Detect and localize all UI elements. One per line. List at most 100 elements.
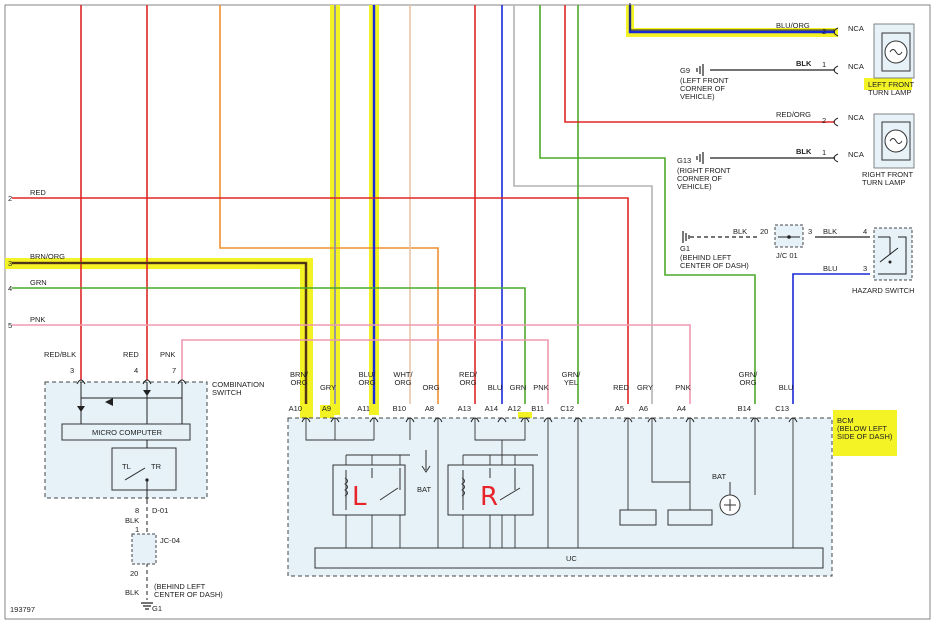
comb-d01: D-01 bbox=[152, 506, 168, 515]
bcm-connector-chevron bbox=[543, 417, 553, 423]
bcm-pin-number: A4 bbox=[677, 404, 686, 413]
bcm-pin-number: A10 bbox=[289, 404, 302, 413]
bcm-wire-label: GRN/YEL bbox=[562, 370, 582, 387]
circuit-color-3: BRN/ORG bbox=[30, 252, 65, 261]
circuit-color-4: GRN bbox=[30, 278, 47, 287]
rf-pin2: 1 bbox=[822, 148, 826, 157]
hz-blk-right: BLK bbox=[823, 227, 837, 236]
lamp-connector-chevron bbox=[833, 153, 839, 163]
comb-blk2: BLK bbox=[125, 588, 139, 597]
diagram-id: 193797 bbox=[10, 605, 35, 614]
comb-pin8: 8 bbox=[135, 506, 139, 515]
lamp-connector-chevron bbox=[833, 27, 839, 37]
bcm-pin-labels: BRN/ORGA10GRYA9BLU/ORGA11WHT/ORGB10ORGA8… bbox=[289, 370, 794, 413]
rf-wire1-label: RED/ORG bbox=[776, 110, 811, 119]
bcm-connector-chevron bbox=[330, 417, 340, 423]
bcm-pin-number: A14 bbox=[485, 404, 498, 413]
bcm-pin-number: C13 bbox=[775, 404, 789, 413]
rf-pin1: 2 bbox=[822, 116, 826, 125]
lamp-connector-chevron bbox=[833, 65, 839, 75]
lf-pin2: 1 bbox=[822, 60, 826, 69]
bcm-wire-label: BLU bbox=[779, 383, 794, 392]
comb-pin20: 20 bbox=[130, 569, 138, 578]
uc-label: UC bbox=[566, 554, 577, 563]
lf-wire1-label: BLU/ORG bbox=[776, 21, 810, 30]
lamp-connector-chevron bbox=[833, 117, 839, 127]
comb-pin-1: 4 bbox=[134, 366, 138, 375]
bcm-connector-chevron bbox=[647, 417, 657, 423]
hz-blk-left: BLK bbox=[733, 227, 747, 236]
bat-label-1: BAT bbox=[417, 485, 431, 494]
g9-label: G9 bbox=[680, 66, 690, 75]
bcm-wire-label: BLU/ORG bbox=[358, 370, 376, 387]
circuit-color-2: RED bbox=[30, 188, 46, 197]
bcm-connector-chevron bbox=[497, 417, 507, 423]
bcm-wire-label: GRN bbox=[510, 383, 527, 392]
micro-computer-label: MICRO COMPUTER bbox=[92, 428, 163, 437]
bcm-connector-chevron bbox=[433, 417, 443, 423]
rf-wire2-label: BLK bbox=[796, 147, 812, 156]
circuit-number-2: 2 bbox=[8, 194, 12, 203]
bcm-wire-label: ORG bbox=[422, 383, 439, 392]
tr-label: TR bbox=[151, 462, 162, 471]
bcm-pin-number: B11 bbox=[531, 404, 544, 413]
bcm-connector-chevron bbox=[470, 417, 480, 423]
bcm-pin-number: B14 bbox=[738, 404, 751, 413]
bcm-connector-chevron bbox=[405, 417, 415, 423]
relay-right-mark: R bbox=[480, 482, 498, 512]
comb-wire-1: RED bbox=[123, 350, 139, 359]
bcm-connector-chevron bbox=[573, 417, 583, 423]
comb-connector-chevron bbox=[142, 379, 152, 385]
bcm-pin-number: C12 bbox=[560, 404, 574, 413]
comb-pin1: 1 bbox=[135, 525, 139, 534]
bcm-wire-label: BRN/ORG bbox=[290, 370, 309, 387]
comb-connector-chevron bbox=[177, 379, 187, 385]
lf-wire2-label: BLK bbox=[796, 59, 812, 68]
comb-wire-0: RED/BLK bbox=[44, 350, 76, 359]
comb-wire-2: PNK bbox=[160, 350, 175, 359]
bcm-pin-number: A8 bbox=[425, 404, 434, 413]
bcm-connector-chevron bbox=[369, 417, 379, 423]
bcm-connector-chevron bbox=[788, 417, 798, 423]
bcm-pin-number: A12 bbox=[508, 404, 521, 413]
g1-top-label: G1 bbox=[680, 244, 690, 253]
lf-pin1: 2 bbox=[822, 27, 826, 36]
jc04-label: JC-04 bbox=[160, 536, 180, 545]
bat-label-2: BAT bbox=[712, 472, 726, 481]
g1-bottom-label: G1 bbox=[152, 604, 162, 613]
bcm-pin-number: A6 bbox=[639, 404, 648, 413]
bcm-pin-number: A5 bbox=[615, 404, 624, 413]
lf-nca2: NCA bbox=[848, 62, 864, 71]
bcm-connector-chevron bbox=[301, 417, 311, 423]
bcm-wire-label: RED/ORG bbox=[459, 370, 478, 387]
bcm-pin-number: A9 bbox=[322, 404, 331, 413]
comb-blk1: BLK bbox=[125, 516, 139, 525]
circuit-number-3: 3 bbox=[8, 259, 12, 268]
bcm-wire-label: BLU bbox=[488, 383, 503, 392]
bcm-wire-label: GRY bbox=[320, 383, 336, 392]
bcm-connector-chevron bbox=[623, 417, 633, 423]
bcm-pin-number: B10 bbox=[393, 404, 406, 413]
hz-pin3: 3 bbox=[863, 264, 867, 273]
rf-nca1: NCA bbox=[848, 113, 864, 122]
hz-pin4: 4 bbox=[863, 227, 867, 236]
hz-blu: BLU bbox=[823, 264, 838, 273]
circuit-color-5: PNK bbox=[30, 315, 45, 324]
bcm-wire-label: GRY bbox=[637, 383, 653, 392]
bcm-wire-label: GRN/ORG bbox=[739, 370, 759, 387]
bcm-connectors bbox=[76, 27, 839, 423]
g13-label: G13 bbox=[677, 156, 691, 165]
bcm-connector-chevron bbox=[750, 417, 760, 423]
hz-pin3-jc: 3 bbox=[808, 227, 812, 236]
